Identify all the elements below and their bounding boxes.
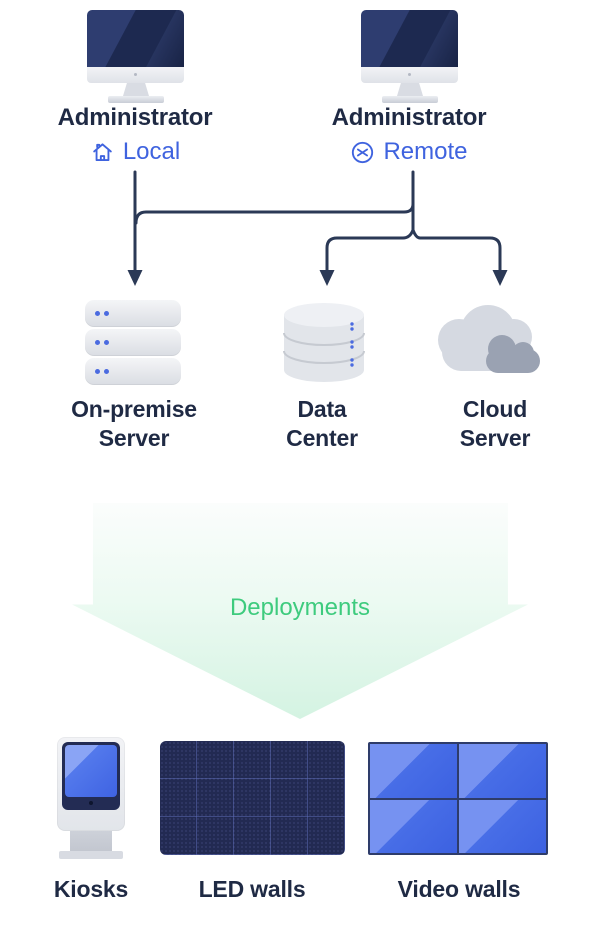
monitor-screen [87,10,184,67]
arrowhead-datacenter [319,270,335,286]
connector-lines [127,170,508,286]
monitor-camera-dot [408,73,411,76]
kiosk-base [59,851,123,859]
led-wall-icon [160,741,345,855]
onpremise-label-line1: On-premise [71,396,197,422]
cloud-label-line2: Server [459,425,531,451]
monitor-camera-dot [134,73,137,76]
rack-led [104,369,109,374]
home-icon [90,140,115,165]
video-walls-label: Video walls [397,876,521,902]
onpremise-label-line2: Server [98,425,170,451]
rack-led [95,340,100,345]
datacenter-label-line2: Center [286,425,358,451]
video-wall-panel [370,744,457,798]
kiosk-icon [57,737,125,859]
monitor-base [382,96,438,103]
admin-local-title: Administrator [57,104,213,131]
admin-local-mode: Local [35,138,235,166]
connector-cross-link [134,202,415,225]
video-wall-panel [459,744,546,798]
rack-led [95,311,100,316]
cloud-server-label: Cloud Server [410,395,580,453]
monitor-stand [397,83,423,96]
remote-desktop-icon [350,140,375,165]
rack-led [104,340,109,345]
monitor-screen [361,10,458,67]
rack-led [95,369,100,374]
led-walls-label: LED walls [198,876,306,902]
kiosk-screen [65,745,117,797]
monitor-base [108,96,164,103]
kiosks-label: Kiosks [53,876,129,902]
video-wall-panel [459,799,546,853]
server-rack-icon [85,300,181,387]
datacenter-label-line1: Data [297,396,347,422]
admin-remote-mode: Remote [309,138,509,166]
rack-led [104,311,109,316]
rack-unit [85,358,181,385]
arrowhead-cloud [492,270,508,286]
cloud-label-line1: Cloud [462,396,528,422]
database-icon [283,303,365,382]
deployments-label: Deployments [229,594,371,621]
video-wall-panel [370,799,457,853]
admin-local-mode-label: Local [122,138,181,165]
data-center-label: Data Center [237,395,407,453]
admin-remote-mode-label: Remote [383,138,468,165]
rack-unit [85,329,181,356]
admin-remote-title: Administrator [331,104,487,131]
desktop-monitor-icon [361,10,458,103]
kiosk-pedestal [70,831,112,853]
arrowhead-onpremise [127,270,143,286]
video-wall-icon [368,742,548,855]
monitor-stand [123,83,149,96]
rack-unit [85,300,181,327]
onpremise-server-label: On-premise Server [49,395,219,453]
kiosk-button-dot [89,801,93,805]
desktop-monitor-icon [87,10,184,103]
cloud-icon [438,305,544,381]
connector-branch-bar [325,225,502,273]
